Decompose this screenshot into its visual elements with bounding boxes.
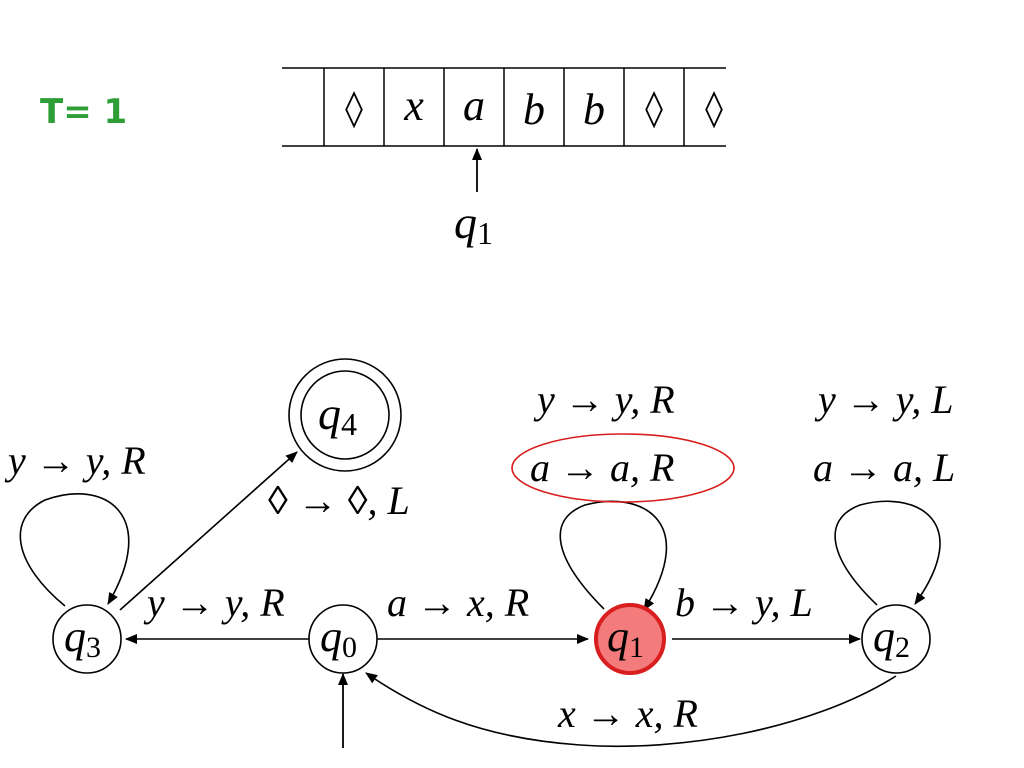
label-q1-q2: b → y, L bbox=[675, 580, 813, 625]
label-q2-loop-1: y → y, L bbox=[814, 377, 954, 422]
tape-head-state: q1 bbox=[454, 197, 493, 251]
loop-q3 bbox=[19, 493, 130, 607]
label-q0-q1: a → x, R bbox=[387, 580, 529, 625]
state-q4: q4 bbox=[288, 358, 402, 472]
svg-text:q2: q2 bbox=[873, 612, 910, 664]
label-q3-q4: ◊ → ◊, L bbox=[268, 478, 410, 523]
edge-q2-q0 bbox=[365, 672, 897, 748]
loop-q1 bbox=[559, 500, 668, 611]
label-q3-loop: y → y, R bbox=[4, 438, 146, 483]
label-q2-loop-2: a → a, L bbox=[813, 445, 955, 490]
tape-cell: b bbox=[583, 85, 605, 134]
edge-q3-q4 bbox=[119, 451, 298, 611]
label-q0-q3: y → y, R bbox=[143, 580, 285, 625]
state-q0: q0 bbox=[308, 604, 378, 674]
tape-cell: b bbox=[523, 85, 545, 134]
svg-text:q1: q1 bbox=[607, 612, 644, 664]
tape-cell: a bbox=[463, 81, 485, 130]
step-label: T= 1 bbox=[40, 92, 127, 132]
label-q2-q0: x → x, R bbox=[557, 691, 698, 736]
active-transition-highlight bbox=[511, 433, 735, 503]
loop-q2 bbox=[834, 500, 941, 606]
state-q2: q2 bbox=[861, 604, 931, 674]
tape-cell: ◊ bbox=[645, 88, 663, 129]
label-q1-loop-1: y → y, R bbox=[533, 377, 675, 422]
tape-cell: x bbox=[403, 81, 424, 130]
tape-cell: ◊ bbox=[705, 88, 723, 129]
svg-text:q0: q0 bbox=[320, 612, 357, 664]
state-q1: q1 bbox=[594, 603, 666, 675]
svg-text:q3: q3 bbox=[64, 612, 101, 664]
tape: ◊ x a b b ◊ ◊ bbox=[282, 67, 726, 147]
state-q3: q3 bbox=[52, 604, 122, 674]
svg-text:q4: q4 bbox=[318, 388, 357, 442]
label-q1-loop-2: a → a, R bbox=[530, 445, 674, 490]
tape-cell: ◊ bbox=[345, 88, 363, 129]
